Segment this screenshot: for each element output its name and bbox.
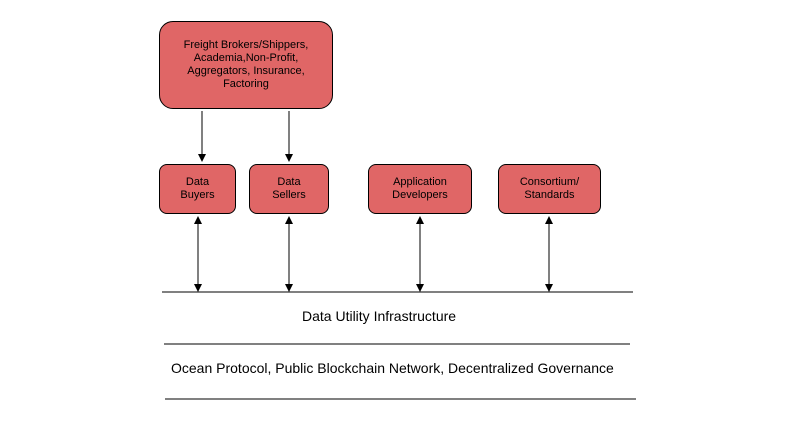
stakeholders-line-3: Aggregators, Insurance, bbox=[187, 65, 305, 77]
app-developers-line-1: Application bbox=[393, 176, 447, 188]
consortium-line-1: Consortium/ bbox=[519, 176, 580, 188]
stakeholders-box: Freight Brokers/Shippers, Academia,Non-P… bbox=[159, 21, 333, 109]
stakeholders-line-4: Factoring bbox=[223, 78, 269, 90]
app-developers-line-2: Developers bbox=[392, 189, 448, 201]
consortium-line-2: Standards bbox=[524, 189, 575, 201]
infrastructure-layer-label: Data Utility Infrastructure bbox=[302, 308, 457, 324]
data-sellers-box: Data Sellers bbox=[249, 164, 329, 214]
stakeholders-line-2: Academia,Non-Profit, bbox=[193, 52, 299, 64]
protocol-layer-label: Ocean Protocol, Public Blockchain Networ… bbox=[171, 360, 614, 376]
data-buyers-line-2: Buyers bbox=[180, 189, 215, 201]
stakeholders-line-1: Freight Brokers/Shippers, bbox=[183, 39, 309, 51]
data-buyers-box: Data Buyers bbox=[159, 164, 236, 214]
data-buyers-line-1: Data bbox=[185, 176, 210, 188]
data-sellers-line-2: Sellers bbox=[272, 189, 306, 201]
data-sellers-line-1: Data bbox=[277, 176, 301, 188]
consortium-standards-box: Consortium/ Standards bbox=[498, 164, 601, 214]
application-developers-box: Application Developers bbox=[368, 164, 472, 214]
